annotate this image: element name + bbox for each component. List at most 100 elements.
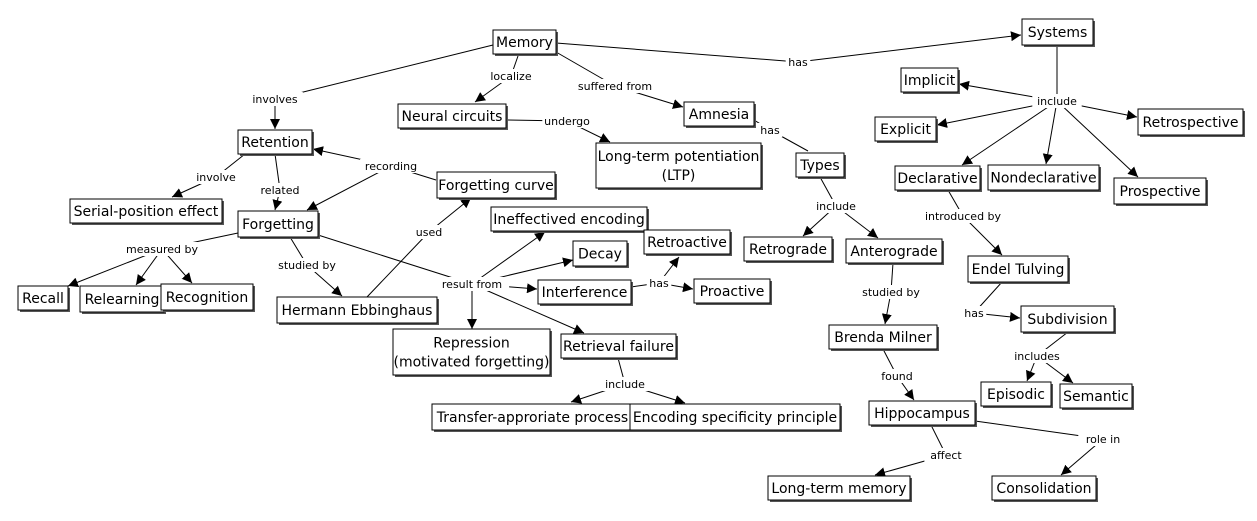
concept-label: Nondeclarative — [990, 171, 1096, 187]
connector-line — [961, 100, 1058, 166]
concept-box — [436, 171, 556, 199]
concept-label: Anterograde — [850, 244, 937, 260]
concept-label: Implicit — [904, 73, 956, 89]
linking-phrase-bg — [878, 369, 916, 383]
linking-phrase-studied2: studied by — [862, 286, 920, 299]
linking-phrase-has4: has — [649, 277, 669, 290]
concept-box — [397, 103, 507, 129]
linking-phrase-bg — [924, 448, 968, 462]
concept-implicit[interactable]: Implicit — [900, 67, 960, 94]
concept-box — [1021, 18, 1094, 46]
concept-prospective[interactable]: Prospective — [1113, 177, 1208, 206]
concept-box — [572, 240, 628, 267]
concept-types[interactable]: Types — [795, 152, 846, 179]
concept-retrograde[interactable]: Retrograde — [743, 236, 834, 263]
concept-decay[interactable]: Decay — [572, 240, 629, 268]
linking-phrase-result: result from — [442, 278, 502, 291]
concept-label: Forgetting curve — [438, 178, 553, 194]
concept-label: Proactive — [700, 284, 765, 300]
connector-line — [471, 231, 546, 285]
linking-phrase-bg — [857, 285, 925, 299]
concept-endel[interactable]: Endel Tulving — [967, 255, 1070, 284]
connector-line — [797, 31, 1022, 63]
connector-line — [555, 42, 799, 63]
concept-episodic[interactable]: Episodic — [980, 381, 1053, 408]
concept-recall[interactable]: Recall — [17, 285, 70, 312]
linking-phrase-recording: recording — [365, 160, 417, 173]
concept-box — [392, 328, 551, 376]
linking-phrase-suffered: suffered from — [578, 80, 652, 93]
concept-ineff[interactable]: Ineffectived encoding — [490, 206, 649, 233]
concept-box — [894, 165, 981, 191]
linking-phrase-bg — [273, 258, 341, 272]
connector-line — [274, 44, 494, 100]
concept-declarative[interactable]: Declarative — [894, 165, 982, 192]
linking-phrase-bg — [247, 92, 303, 106]
concept-label: Prospective — [1120, 184, 1201, 200]
concept-box — [795, 152, 845, 178]
linking-phrase-include1: include — [1037, 95, 1077, 108]
concept-label: Episodic — [987, 387, 1045, 403]
concept-subdivision[interactable]: Subdivision — [1020, 305, 1116, 334]
concept-encoding[interactable]: Encoding specificity principle — [629, 403, 842, 432]
concept-label: Encoding specificity principle — [633, 410, 837, 426]
concept-relearning[interactable]: Relearning — [79, 285, 166, 314]
concept-box — [991, 475, 1097, 501]
concept-nondeclarative[interactable]: Nondeclarative — [987, 164, 1101, 192]
concept-label: Hippocampus — [874, 406, 970, 422]
concept-amnesia[interactable]: Amnesia — [683, 101, 756, 128]
concept-serial[interactable]: Serial-position effect — [69, 198, 224, 225]
concept-transfer[interactable]: Transfer-approriate process — [431, 403, 635, 432]
connector-line — [471, 283, 585, 334]
concept-interference[interactable]: Interference — [537, 279, 633, 306]
linking-phrase-affect: affect — [930, 449, 962, 462]
concept-recognition[interactable]: Recognition — [160, 283, 255, 312]
concept-ltm[interactable]: Long-term memory — [767, 475, 912, 502]
concept-hippocampus[interactable]: Hippocampus — [868, 400, 977, 427]
concept-label: Retrospective — [1143, 115, 1239, 131]
connector-line — [1042, 100, 1058, 165]
concept-label: Serial-position effect — [74, 204, 219, 220]
concept-label: Recall — [22, 291, 64, 307]
linking-phrase-bg — [757, 123, 783, 137]
concept-repression[interactable]: Repression(motivated forgetting) — [392, 328, 552, 377]
connector-line — [366, 231, 430, 298]
connector-line — [306, 165, 392, 211]
linking-phrase-has3: has — [964, 307, 984, 320]
concept-systems[interactable]: Systems — [1021, 18, 1095, 47]
concept-box — [980, 381, 1052, 407]
concept-label: Semantic — [1063, 389, 1129, 405]
concept-label: (LTP) — [662, 168, 696, 184]
concept-semantic[interactable]: Semantic — [1059, 383, 1134, 410]
concept-box — [1020, 305, 1115, 333]
concept-explicit[interactable]: Explicit — [874, 116, 938, 143]
concept-proactive[interactable]: Proactive — [693, 278, 772, 305]
concept-milner[interactable]: Brenda Milner — [828, 324, 939, 351]
concept-box — [900, 67, 959, 93]
concept-memory[interactable]: Memory — [492, 29, 558, 56]
linking-phrase-include3: include — [605, 378, 645, 391]
concept-label: Retention — [241, 135, 309, 151]
concept-consolidation[interactable]: Consolidation — [991, 475, 1098, 502]
concept-retention[interactable]: Retention — [237, 129, 314, 156]
concept-retrieval[interactable]: Retrieval failure — [560, 333, 678, 360]
concept-neural[interactable]: Neural circuits — [397, 103, 508, 130]
concept-ebbinghaus[interactable]: Hermann Ebbinghaus — [276, 296, 439, 325]
concept-box — [828, 324, 938, 350]
linking-phrase-found: found — [881, 370, 913, 383]
concept-retrospective[interactable]: Retrospective — [1137, 108, 1245, 137]
concept-curve[interactable]: Forgetting curve — [436, 171, 557, 200]
linking-phrase-bg — [1032, 94, 1082, 108]
linking-phrase-bg — [646, 276, 672, 290]
linking-phrase-bg — [542, 114, 592, 128]
connector-line — [317, 234, 473, 285]
concept-anterograde[interactable]: Anterograde — [845, 238, 944, 265]
linking-phrase-role: role in — [1086, 433, 1120, 446]
concept-ltp[interactable]: Long-term potentiation(LTP) — [595, 142, 763, 190]
linking-phrase-used: used — [416, 226, 442, 239]
concept-forgetting[interactable]: Forgetting — [237, 210, 320, 239]
linking-phrase-bg — [255, 183, 305, 197]
concept-box — [237, 129, 313, 155]
concept-retroactive[interactable]: Retroactive — [643, 229, 732, 256]
